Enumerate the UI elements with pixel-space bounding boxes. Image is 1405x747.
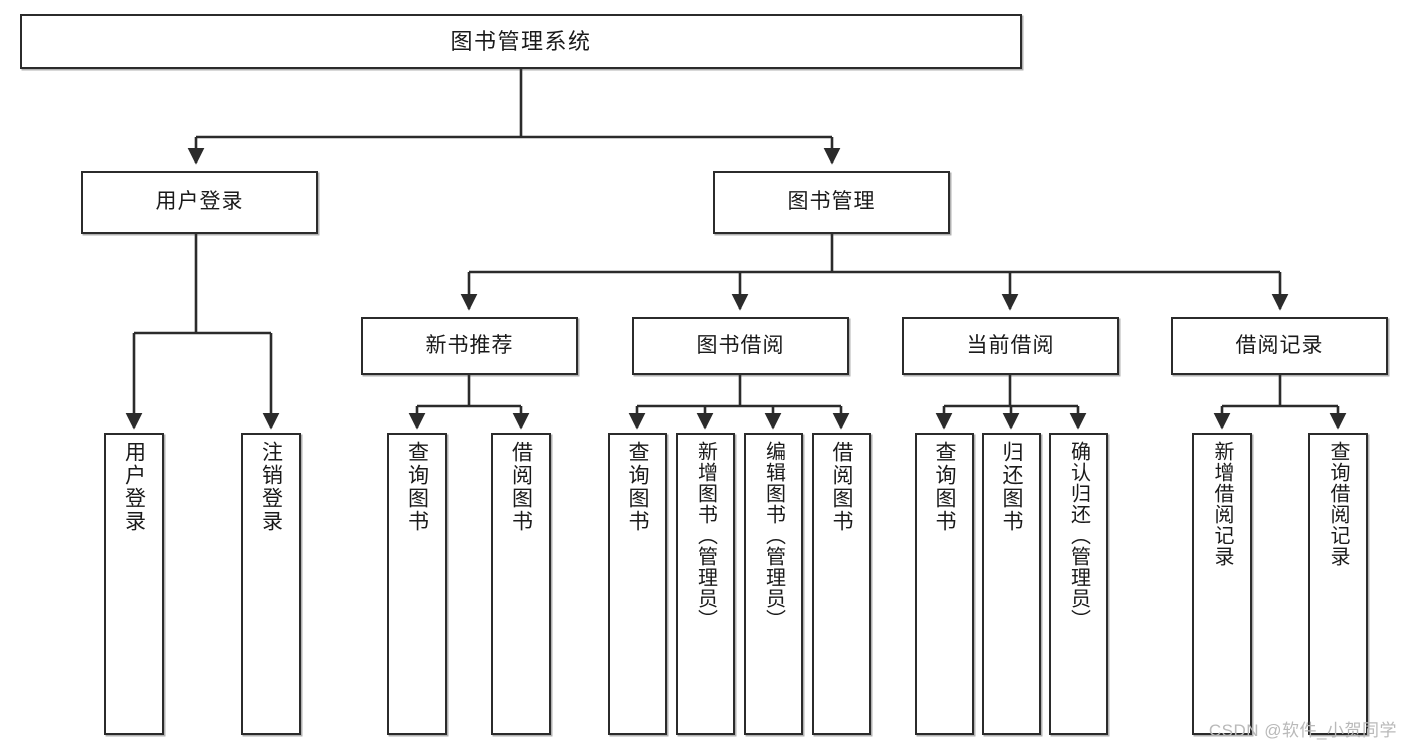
node-label: 查询图书	[405, 441, 429, 533]
node-book-management[interactable]: 图书管理	[713, 171, 950, 234]
leaf-confirm-return-admin[interactable]: 确认归还（管理员）	[1049, 433, 1108, 735]
leaf-return-book[interactable]: 归还图书	[982, 433, 1041, 735]
leaf-query-book-recommend[interactable]: 查询图书	[387, 433, 447, 735]
node-borrow-record[interactable]: 借阅记录	[1171, 317, 1388, 375]
node-book-borrow[interactable]: 图书借阅	[632, 317, 849, 375]
node-user-login[interactable]: 用户登录	[81, 171, 318, 234]
leaf-edit-book-admin[interactable]: 编辑图书（管理员）	[744, 433, 803, 735]
leaf-add-borrow-record[interactable]: 新增借阅记录	[1192, 433, 1252, 735]
node-label: 图书管理	[787, 190, 876, 214]
node-label: 归还图书	[1000, 441, 1023, 533]
node-label: 新书推荐	[425, 333, 514, 357]
leaf-query-book-borrow[interactable]: 查询图书	[608, 433, 667, 735]
node-label: 查询图书	[933, 441, 956, 533]
leaf-query-book-current[interactable]: 查询图书	[915, 433, 974, 735]
node-current-borrow[interactable]: 当前借阅	[902, 317, 1119, 375]
node-label: 查询图书	[626, 441, 649, 533]
leaf-query-borrow-record[interactable]: 查询借阅记录	[1308, 433, 1368, 735]
leaf-add-book-admin[interactable]: 新增图书（管理员）	[676, 433, 735, 735]
node-label: 查询借阅记录	[1327, 441, 1349, 567]
csdn-watermark: CSDN @软件_小贺同学	[1208, 721, 1397, 740]
node-label: 新增借阅记录	[1211, 441, 1233, 567]
node-root-book-management-system[interactable]: 图书管理系统	[20, 14, 1022, 69]
leaf-borrow-book-recommend[interactable]: 借阅图书	[491, 433, 551, 735]
node-label: 借阅图书	[509, 441, 533, 533]
leaf-logout-login[interactable]: 注销登录	[241, 433, 301, 735]
node-label: 新增图书（管理员）	[694, 441, 717, 630]
node-label: 用户登录	[155, 190, 244, 214]
node-label: 借阅图书	[830, 441, 853, 533]
node-label: 用户登录	[122, 441, 146, 533]
leaf-borrow-book-borrow[interactable]: 借阅图书	[812, 433, 871, 735]
node-new-book-recommend[interactable]: 新书推荐	[361, 317, 578, 375]
node-label: 图书借阅	[696, 333, 785, 357]
node-label: 当前借阅	[966, 333, 1055, 357]
node-label: 编辑图书（管理员）	[762, 441, 785, 630]
node-label: 图书管理系统	[450, 28, 592, 54]
node-label: 注销登录	[259, 441, 283, 533]
leaf-user-login[interactable]: 用户登录	[104, 433, 164, 735]
node-label: 确认归还（管理员）	[1067, 441, 1090, 630]
node-label: 借阅记录	[1235, 333, 1324, 357]
